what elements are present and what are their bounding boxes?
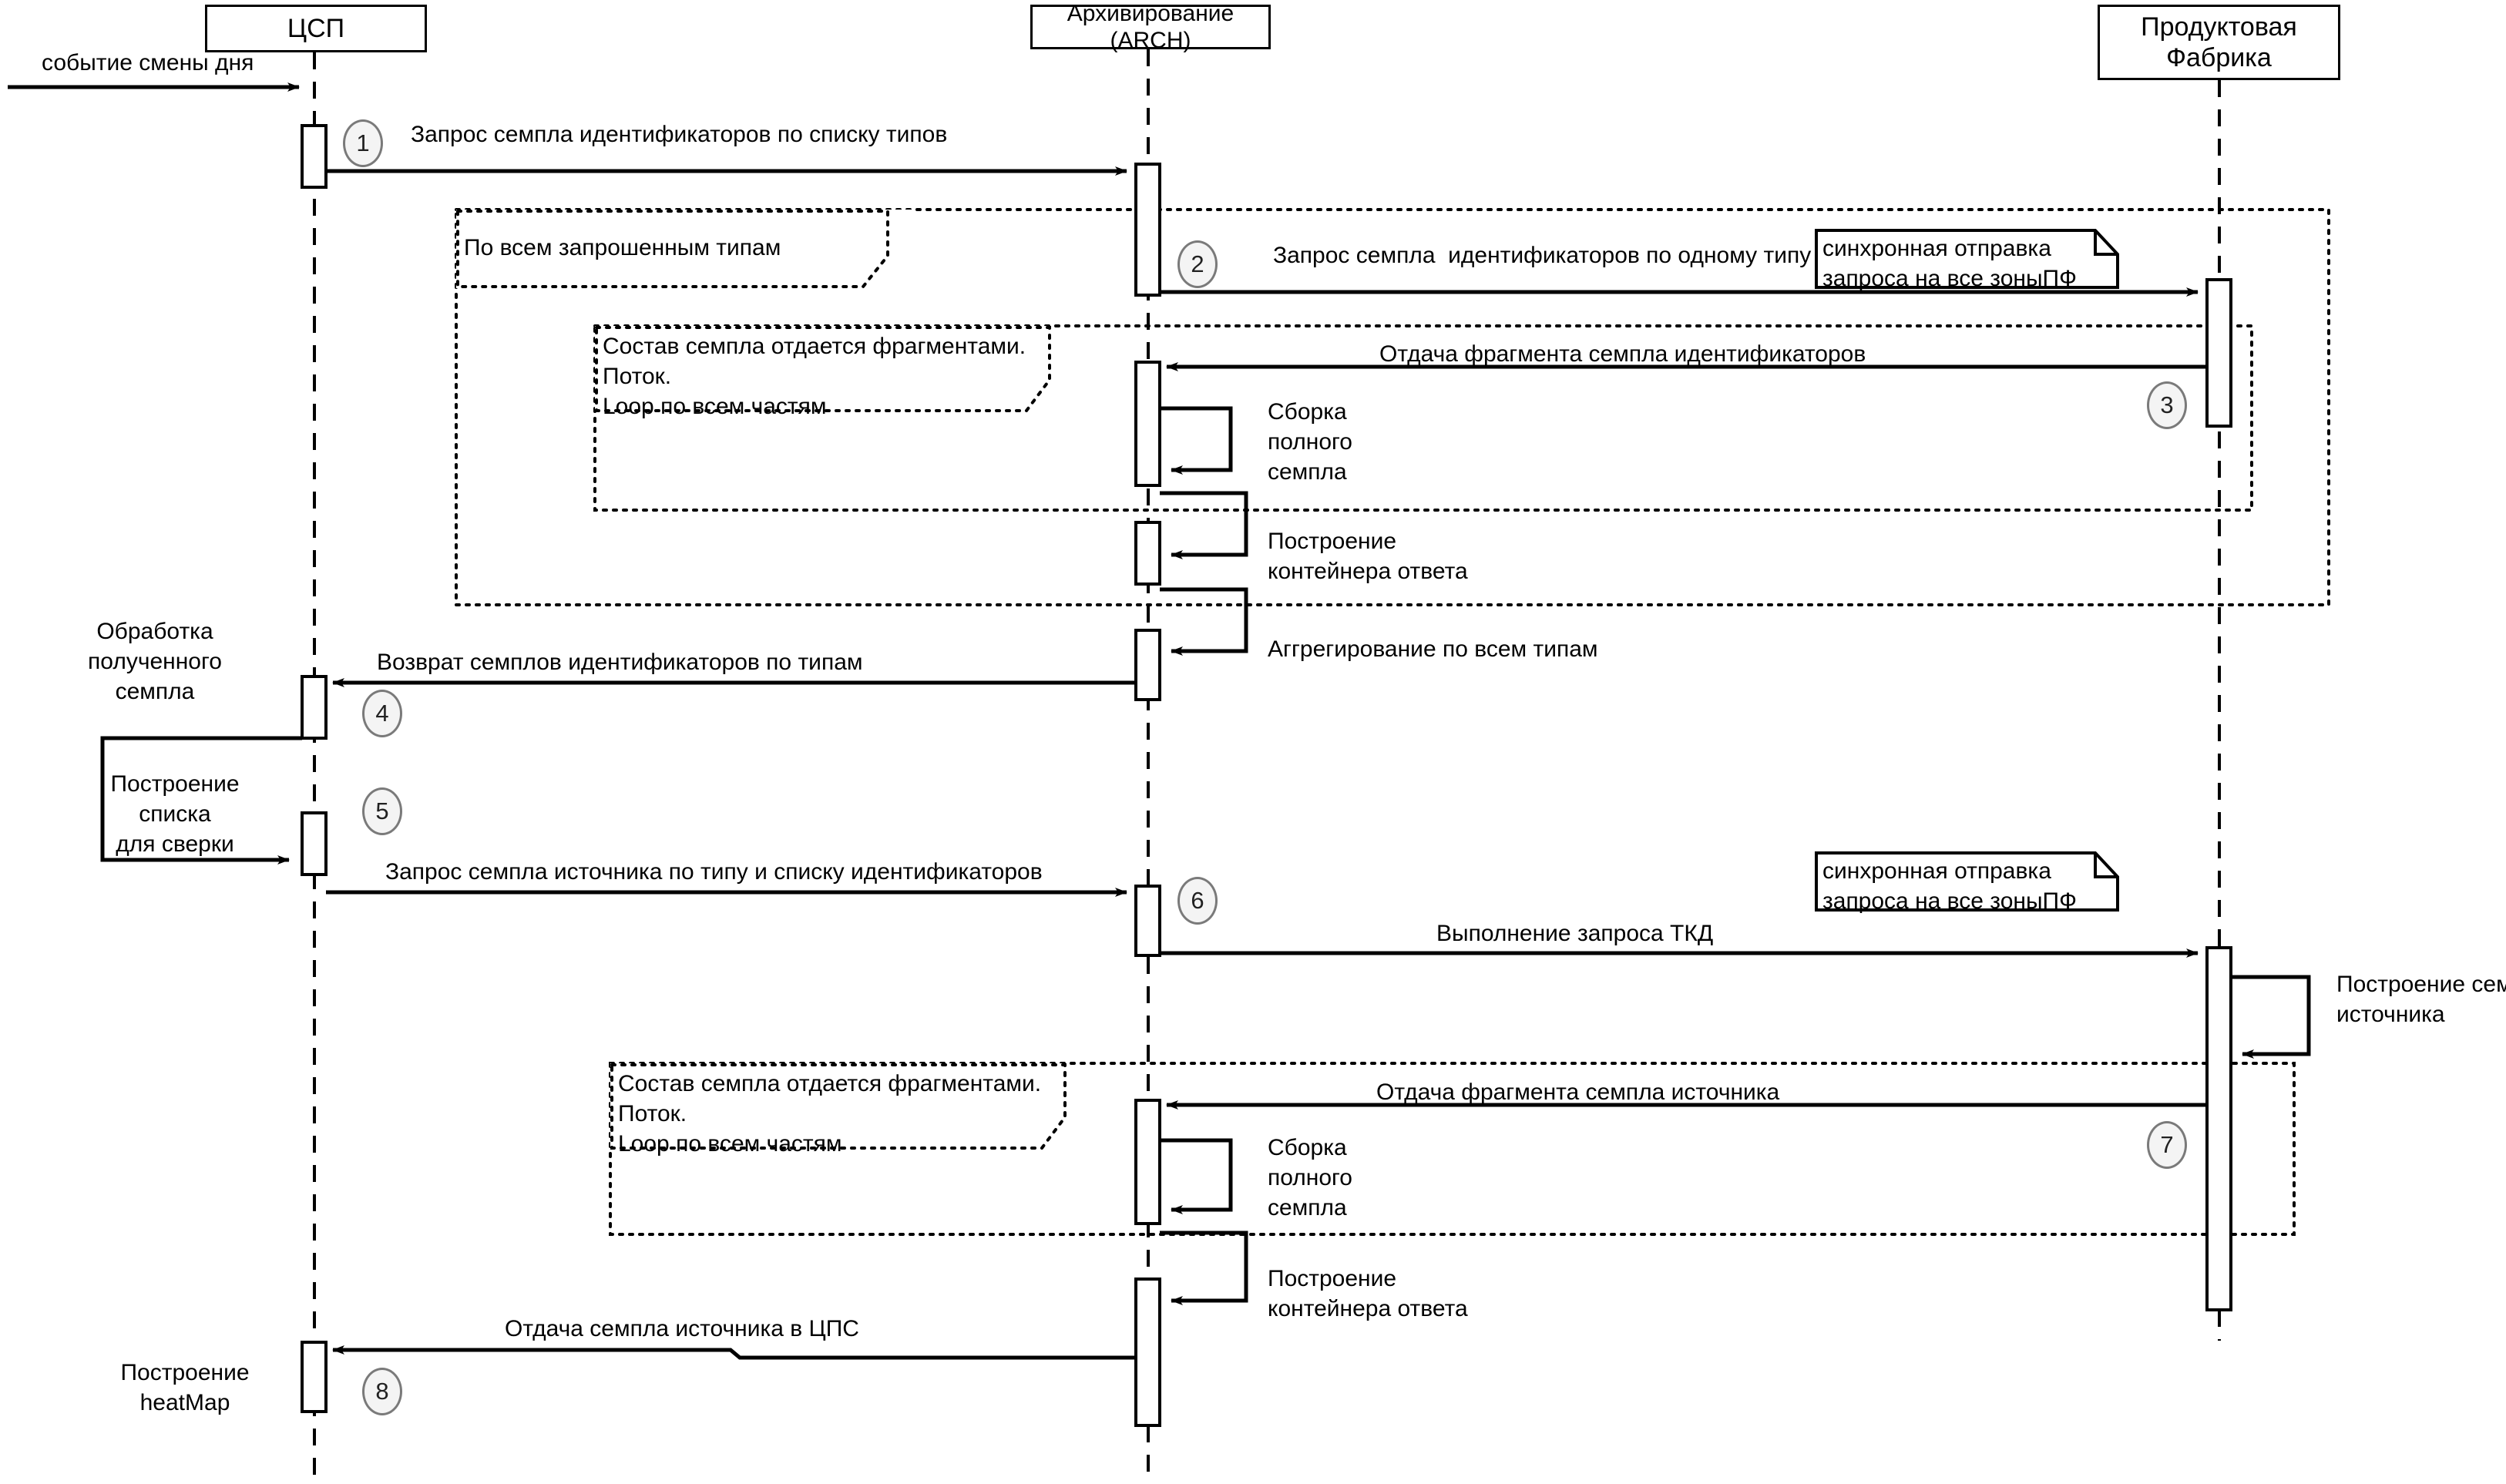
fragment-loop-ident xyxy=(593,324,2253,512)
note-shape-1 xyxy=(1815,229,2119,289)
selfcall-heatmap-label: Построение heatMap xyxy=(120,1360,250,1415)
lifeline-head-arch[interactable]: Архивирование (ARCH) xyxy=(1030,1,1271,53)
activation-arch-4 xyxy=(1134,629,1161,701)
selfcall-assembly-2 xyxy=(1160,1138,1233,1214)
fragment-loop-source xyxy=(609,1062,2296,1236)
selfcall-aggregate-label: Аггрегирование по всем типам xyxy=(1268,636,1598,662)
seq-badge-2[interactable]: 2 xyxy=(1177,240,1218,288)
activation-arch-1 xyxy=(1134,163,1161,297)
fragment-label-loop-source: Состав семпла отдается фрагментами. Пото… xyxy=(610,1063,1068,1157)
note-sync-send-2-text: синхронная отправка запроса на все зоныП… xyxy=(1822,858,2077,914)
selfcall-assembly-1 xyxy=(1160,406,1233,475)
note-sync-send-1-text: синхронная отправка запроса на все зоныП… xyxy=(1822,236,2077,291)
message-1-label: Запрос семпла идентификаторов по списку … xyxy=(411,122,948,147)
fragment-label-outer-types: По всем запрошенным типам xyxy=(456,210,914,288)
message-8-label: Отдача семпла источника в ЦПС xyxy=(505,1316,859,1341)
activation-arch-8 xyxy=(1134,1278,1161,1427)
activation-pf-2 xyxy=(2205,946,2232,1311)
fragment-label-shape-3 xyxy=(610,1063,1067,1150)
fragment-label-loop-ident-text: Состав семпла отдается фрагментами. Пото… xyxy=(603,334,1026,419)
selfcall-aggregate xyxy=(1160,587,1248,656)
selfcall-container-1-label: Построение контейнера ответа xyxy=(1268,529,1468,584)
message-6-label: Выполнение запроса ТКД xyxy=(1436,921,1714,946)
message-5-label: Запрос семпла источника по типу и списку… xyxy=(385,859,1043,885)
activation-csp-3 xyxy=(301,811,328,876)
seq-badge-7[interactable]: 7 xyxy=(2147,1121,2187,1169)
activation-arch-3 xyxy=(1134,521,1161,586)
fragment-label-shape-1 xyxy=(456,210,889,288)
activation-arch-2 xyxy=(1134,361,1161,487)
seq-badge-5[interactable]: 5 xyxy=(362,787,402,835)
fragment-label-outer-types-text: По всем запрошенным типам xyxy=(464,235,781,260)
selfcall-container-2-label: Построение контейнера ответа xyxy=(1268,1266,1468,1321)
seq-badge-4[interactable]: 4 xyxy=(362,690,402,737)
fragment-label-shape-2 xyxy=(595,326,1051,412)
note-sync-send-2: синхронная отправка запроса на все зоныП… xyxy=(1815,851,2119,914)
message-2-label: Запрос семпла идентификаторов по одному … xyxy=(1273,243,1812,268)
note-sync-send-1: синхронная отправка запроса на все зоныП… xyxy=(1815,229,2119,291)
seq-badge-3[interactable]: 3 xyxy=(2147,381,2187,429)
activation-pf-1 xyxy=(2205,278,2232,428)
activation-arch-5 xyxy=(1134,885,1161,957)
selfcall-build-list-label: Построение списка для сверки xyxy=(110,771,240,857)
selfcall-container-1 xyxy=(1160,491,1248,559)
fragment-outer-types xyxy=(455,208,2330,606)
selfcall-build-src-label: Построение семпла источника xyxy=(2336,972,2506,1027)
selfcall-assembly-1-label: Сборка полного семпла xyxy=(1268,399,1352,485)
lifeline-label-csp: ЦСП xyxy=(287,13,345,43)
selfcall-process-label: Обработка полученного семпла xyxy=(88,619,222,704)
selfcall-container-2 xyxy=(1160,1231,1248,1305)
activation-csp-1 xyxy=(301,124,328,189)
selfcall-build-list xyxy=(100,736,302,865)
activation-csp-2 xyxy=(301,675,328,740)
seq-badge-6[interactable]: 6 xyxy=(1177,877,1218,925)
entry-event-label: событие смены дня xyxy=(42,50,254,76)
message-4-label: Возврат семплов идентификаторов по типам xyxy=(377,650,863,675)
seq-badge-1[interactable]: 1 xyxy=(343,119,383,167)
activation-csp-4 xyxy=(301,1341,328,1413)
lifeline-label-pf: Продуктовая Фабрика xyxy=(2141,12,2297,72)
message-3-label: Отдача фрагмента семпла идентификаторов xyxy=(1379,341,1866,367)
selfcall-assembly-2-label: Сборка полного семпла xyxy=(1268,1135,1352,1220)
message-7-label: Отдача фрагмента семпла источника xyxy=(1376,1079,1780,1105)
lifeline-label-arch: Архивирование (ARCH) xyxy=(1067,0,1235,53)
selfcall-build-src xyxy=(2231,975,2311,1059)
fragment-label-loop-ident: Состав семпла отдается фрагментами. Пото… xyxy=(595,326,1053,419)
lifeline-head-csp[interactable]: ЦСП xyxy=(205,5,427,52)
fragment-label-loop-source-text: Состав семпла отдается фрагментами. Пото… xyxy=(618,1071,1042,1157)
seq-badge-8[interactable]: 8 xyxy=(362,1368,402,1415)
note-shape-2 xyxy=(1815,851,2119,912)
message-8-line xyxy=(332,1345,1136,1360)
lifeline-head-pf[interactable]: Продуктовая Фабрика xyxy=(2098,5,2340,80)
activation-arch-6 xyxy=(1134,1099,1161,1225)
